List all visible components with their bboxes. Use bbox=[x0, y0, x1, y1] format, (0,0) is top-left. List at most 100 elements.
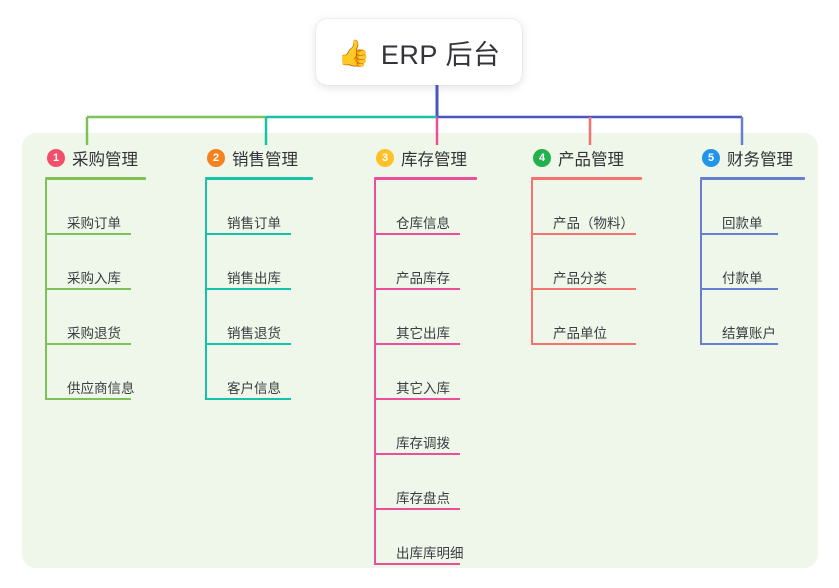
branch-title: 财务管理 bbox=[727, 151, 793, 169]
branch-items: 采购订单采购入库采购退货供应商信息 bbox=[45, 180, 146, 400]
branch-item[interactable]: 付款单 bbox=[700, 235, 805, 290]
branch-item-label: 采购退货 bbox=[67, 325, 121, 341]
root-node-content: 👍 ERP 后台 bbox=[338, 33, 501, 72]
branch-number-badge: 5 bbox=[702, 149, 720, 167]
branch-title: 库存管理 bbox=[401, 151, 467, 169]
thumbs-up-icon: 👍 bbox=[337, 38, 370, 68]
branch-item[interactable]: 出库库明细 bbox=[374, 510, 477, 565]
branch-underline bbox=[45, 177, 146, 180]
branch-item-underline bbox=[374, 288, 460, 290]
branch-items: 仓库信息产品库存其它出库其它入库库存调拨库存盘点出库库明细 bbox=[374, 180, 477, 565]
branch-item[interactable]: 产品（物料） bbox=[531, 180, 642, 235]
branch-spine bbox=[700, 180, 702, 345]
branch-underline bbox=[531, 177, 642, 180]
branch-item-label: 采购入库 bbox=[67, 270, 121, 286]
branch-item-underline bbox=[45, 398, 131, 400]
branch-item[interactable]: 产品单位 bbox=[531, 290, 642, 345]
branch-item-label: 销售出库 bbox=[227, 270, 281, 286]
branch-item[interactable]: 其它出库 bbox=[374, 290, 477, 345]
branch-item-label: 仓库信息 bbox=[396, 215, 450, 231]
branch-underline bbox=[205, 177, 313, 180]
branch-column-1: 1 采购管理采购订单采购入库采购退货供应商信息 bbox=[45, 145, 146, 400]
branch-item-underline bbox=[374, 508, 460, 510]
branch-item-label: 供应商信息 bbox=[67, 380, 135, 396]
branch-header[interactable]: 1 采购管理 bbox=[45, 145, 146, 171]
branch-item-underline bbox=[374, 398, 460, 400]
branch-item[interactable]: 采购退货 bbox=[45, 290, 146, 345]
branch-item-underline bbox=[374, 563, 460, 565]
branch-item[interactable]: 采购入库 bbox=[45, 235, 146, 290]
branch-item-label: 其它出库 bbox=[396, 325, 450, 341]
branch-item-underline bbox=[700, 343, 778, 345]
branch-item[interactable]: 其它入库 bbox=[374, 345, 477, 400]
branch-item-underline bbox=[531, 288, 636, 290]
branch-item-label: 销售退货 bbox=[227, 325, 281, 341]
branch-item-underline bbox=[45, 288, 131, 290]
branch-item-underline bbox=[531, 233, 636, 235]
branch-item[interactable]: 销售退货 bbox=[205, 290, 313, 345]
branch-item[interactable]: 销售出库 bbox=[205, 235, 313, 290]
branch-item-label: 出库库明细 bbox=[396, 545, 464, 561]
branch-item-label: 客户信息 bbox=[227, 380, 281, 396]
branch-underline bbox=[700, 177, 805, 180]
branch-item-underline bbox=[205, 343, 291, 345]
branch-item-label: 采购订单 bbox=[67, 215, 121, 231]
diagram-panel bbox=[22, 133, 818, 568]
branch-item-underline bbox=[374, 453, 460, 455]
branch-item-underline bbox=[374, 343, 460, 345]
branch-item[interactable]: 产品库存 bbox=[374, 235, 477, 290]
branch-item[interactable]: 采购订单 bbox=[45, 180, 146, 235]
branch-item-label: 库存盘点 bbox=[396, 490, 450, 506]
branch-item-underline bbox=[45, 233, 131, 235]
branch-item[interactable]: 回款单 bbox=[700, 180, 805, 235]
branch-column-4: 4 产品管理产品（物料） 产品分类产品单位 bbox=[531, 145, 642, 345]
branch-title: 采购管理 bbox=[72, 151, 138, 169]
branch-item-label: 回款单 bbox=[722, 215, 763, 231]
branch-item-label: 其它入库 bbox=[396, 380, 450, 396]
branch-item-underline bbox=[45, 343, 131, 345]
branch-item-label: 产品单位 bbox=[553, 325, 607, 341]
branch-header[interactable]: 4 产品管理 bbox=[531, 145, 642, 171]
branch-header[interactable]: 5 财务管理 bbox=[700, 145, 805, 171]
branch-item-underline bbox=[700, 233, 778, 235]
branch-underline bbox=[374, 177, 477, 180]
branch-item-label: 产品库存 bbox=[396, 270, 450, 286]
branch-item-label: 产品分类 bbox=[553, 270, 607, 286]
branch-item-label: 库存调拨 bbox=[396, 435, 450, 451]
branch-item[interactable]: 结算账户 bbox=[700, 290, 805, 345]
branch-item[interactable]: 销售订单 bbox=[205, 180, 313, 235]
branch-number-badge: 3 bbox=[376, 149, 394, 167]
root-title: ERP 后台 bbox=[380, 39, 501, 70]
branch-item-label: 付款单 bbox=[722, 270, 763, 286]
branch-column-5: 5 财务管理回款单付款单结算账户 bbox=[700, 145, 805, 345]
branch-items: 产品（物料） 产品分类产品单位 bbox=[531, 180, 642, 345]
branch-item-label: 产品（物料） bbox=[553, 215, 634, 231]
branch-item[interactable]: 供应商信息 bbox=[45, 345, 146, 400]
branch-item[interactable]: 客户信息 bbox=[205, 345, 313, 400]
branch-items: 销售订单销售出库销售退货客户信息 bbox=[205, 180, 313, 400]
branch-spine bbox=[45, 180, 47, 400]
branch-item[interactable]: 库存调拨 bbox=[374, 400, 477, 455]
branch-spine bbox=[205, 180, 207, 400]
branch-item[interactable]: 仓库信息 bbox=[374, 180, 477, 235]
branch-item-label: 结算账户 bbox=[722, 325, 776, 341]
branch-items: 回款单付款单结算账户 bbox=[700, 180, 805, 345]
root-node[interactable]: 👍 ERP 后台 bbox=[316, 19, 522, 85]
branch-item-underline bbox=[205, 398, 291, 400]
branch-spine bbox=[531, 180, 533, 345]
branch-item-label: 销售订单 bbox=[227, 215, 281, 231]
branch-item-underline bbox=[374, 233, 460, 235]
branch-header[interactable]: 3 库存管理 bbox=[374, 145, 477, 171]
branch-item-underline bbox=[205, 288, 291, 290]
branch-item[interactable]: 产品分类 bbox=[531, 235, 642, 290]
branch-title: 产品管理 bbox=[558, 151, 624, 169]
branch-item[interactable]: 库存盘点 bbox=[374, 455, 477, 510]
branch-column-3: 3 库存管理仓库信息产品库存其它出库其它入库库存调拨库存盘点出库库明细 bbox=[374, 145, 477, 565]
branch-item-underline bbox=[205, 233, 291, 235]
branch-spine bbox=[374, 180, 376, 565]
branch-number-badge: 4 bbox=[533, 149, 551, 167]
branch-item-underline bbox=[531, 343, 636, 345]
branch-number-badge: 1 bbox=[47, 149, 65, 167]
